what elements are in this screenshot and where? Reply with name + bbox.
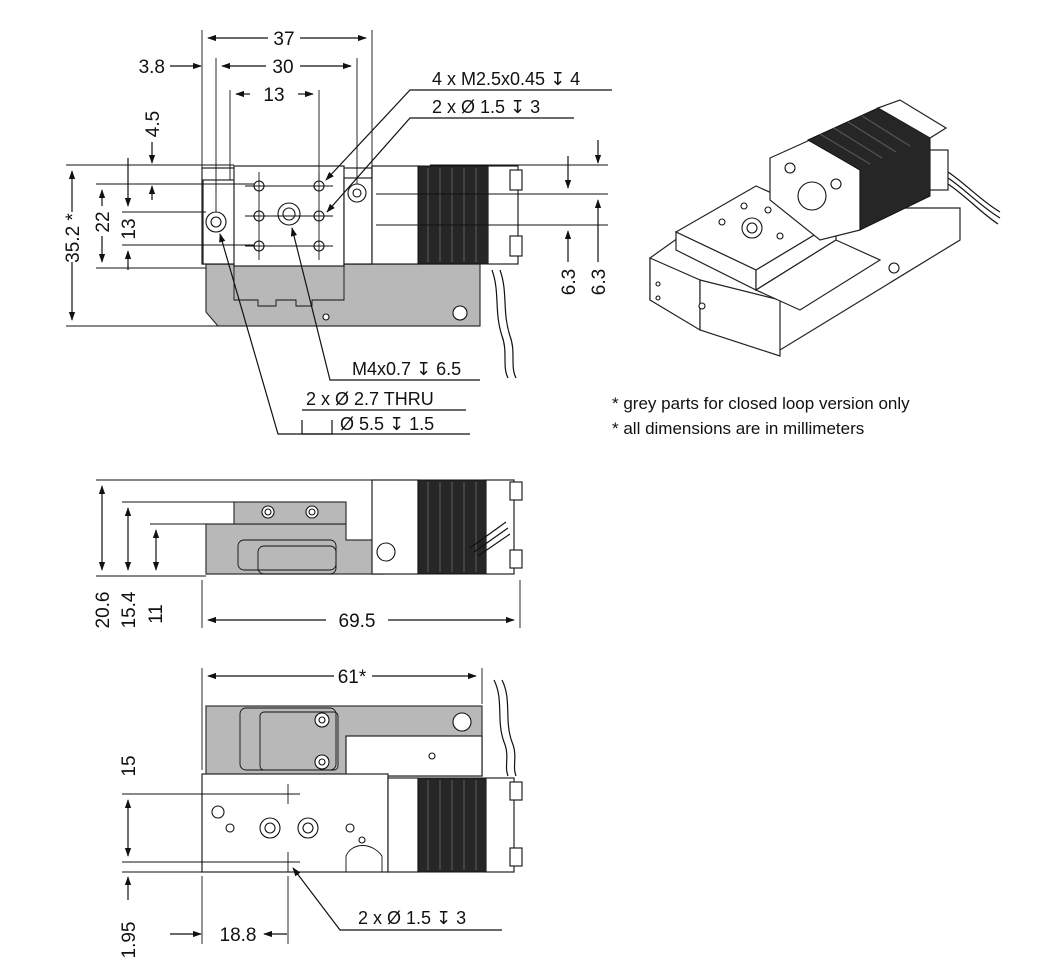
- dim-30: 30: [272, 57, 293, 78]
- side-view: 20.6 15.4 11 69.5: [93, 479, 523, 632]
- motor-cable: [491, 269, 509, 379]
- note-units: * all dimensions are in millimeters: [612, 419, 864, 438]
- side-inner-slot-2: [257, 545, 337, 575]
- callout-m4-thread: M4x0.7 ↧ 6.5: [352, 359, 461, 379]
- slot-cut: [233, 264, 345, 307]
- front-view: 61* 15 1.95 18.8 2 x Ø 1.5 ↧ 3: [119, 667, 523, 959]
- dim-6-3-a: 6.3: [559, 269, 580, 295]
- dim-18-8: 18.8: [220, 925, 257, 946]
- side-rail-block: [371, 479, 419, 575]
- dim-13-horizontal: 13: [263, 85, 284, 106]
- front-motor-ribs: [427, 780, 477, 870]
- dim-15-4: 15.4: [119, 591, 140, 628]
- centerlines: [245, 172, 333, 260]
- grey-part-pin: [322, 313, 330, 321]
- side-screw: [376, 542, 396, 562]
- motor-cable-2: [499, 269, 517, 379]
- dim-22: 22: [93, 211, 114, 232]
- motor-connector-bottom: [509, 235, 523, 257]
- motor-ribs: [427, 168, 477, 262]
- motor-connector-top: [509, 169, 523, 191]
- dim-20-6: 20.6: [93, 592, 114, 629]
- dim-11: 11: [146, 604, 167, 624]
- side-carriage-top: [233, 501, 347, 525]
- callout-hole-1-5: 2 x Ø 1.5 ↧ 3: [432, 97, 540, 117]
- dimension-lines: [68, 34, 602, 321]
- isometric-view: [649, 99, 1001, 357]
- front-notch: [345, 845, 383, 872]
- grey-encoder-body: [205, 263, 481, 327]
- dim-6-3-b: 6.3: [589, 269, 610, 295]
- callout-thru-hole: 2 x Ø 2.7 THRU: [306, 389, 434, 409]
- dim-4-5: 4.5: [143, 111, 164, 137]
- dim-61: 61*: [338, 667, 367, 688]
- dim-37: 37: [273, 29, 294, 50]
- dim-35-2: 35.2 *: [63, 213, 84, 263]
- callout-front-hole-1-5: 2 x Ø 1.5 ↧ 3: [358, 908, 466, 928]
- dim-1-95: 1.95: [119, 922, 140, 959]
- top-view: 37 30 13 3.8 4.5 35.2 * 22 13 6.3 6.3 4 …: [63, 29, 612, 435]
- extension-lines: [66, 30, 608, 327]
- dim-69-5: 69.5: [339, 611, 376, 632]
- dim-15: 15: [119, 755, 140, 776]
- front-base-block: [201, 773, 389, 873]
- note-grey-parts: * grey parts for closed loop version onl…: [612, 394, 910, 413]
- side-motor-ribs: [427, 482, 477, 572]
- callout-counterbore: Ø 5.5 ↧ 1.5: [340, 414, 434, 434]
- grey-part-hole: [452, 305, 468, 321]
- leader-lines: [219, 89, 612, 435]
- dim-13-vertical: 13: [119, 218, 140, 239]
- callout-m25-thread: 4 x M2.5x0.45 ↧ 4: [432, 69, 580, 89]
- dim-3-8: 3.8: [139, 57, 165, 78]
- rail-body: [371, 165, 421, 265]
